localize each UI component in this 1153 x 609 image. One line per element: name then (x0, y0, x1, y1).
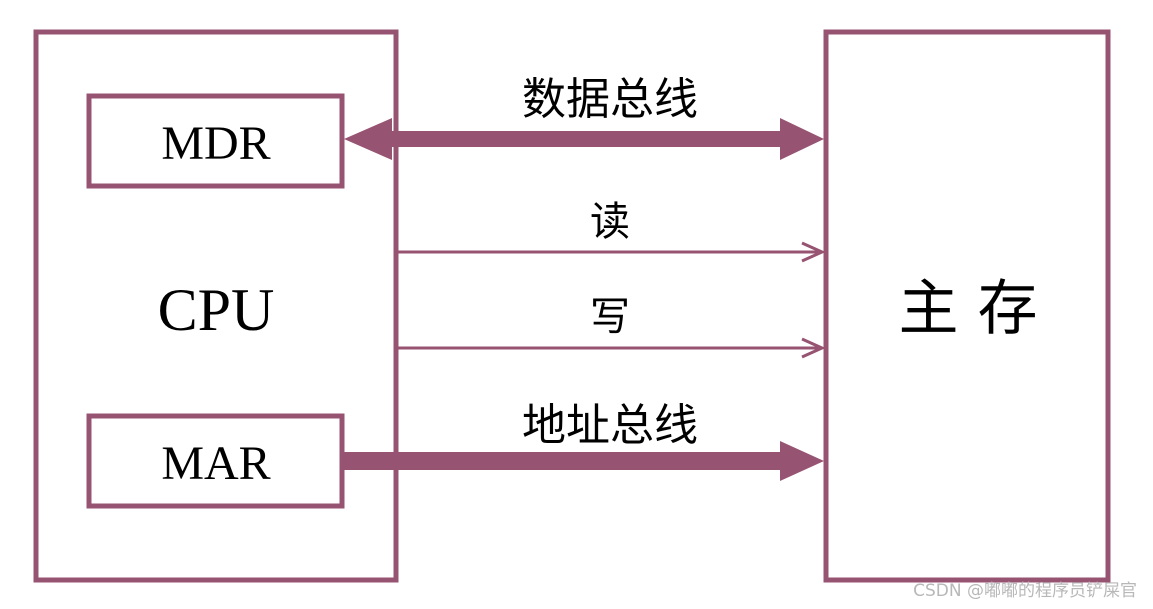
main-memory-label: 主 存 (898, 274, 1037, 344)
read-label: 读 (590, 199, 630, 245)
address-bus-arrow (342, 441, 824, 481)
mdr-box (86, 93, 345, 189)
cpu-box (33, 29, 399, 583)
watermark-text: CSDN @嘟嘟的程序员铲屎官 (913, 581, 1137, 601)
read-signal-arrow (398, 241, 826, 263)
write-label: 写 (590, 294, 630, 340)
cpu-label: CPU (158, 277, 275, 343)
write-signal-arrow (398, 337, 826, 359)
mar-label: MAR (161, 437, 270, 490)
mdr-label: MDR (161, 117, 270, 170)
main-memory-box (823, 29, 1111, 583)
data-bus-arrow (344, 118, 824, 160)
address-bus-label: 地址总线 (522, 400, 698, 451)
data-bus-label: 数据总线 (522, 74, 698, 125)
